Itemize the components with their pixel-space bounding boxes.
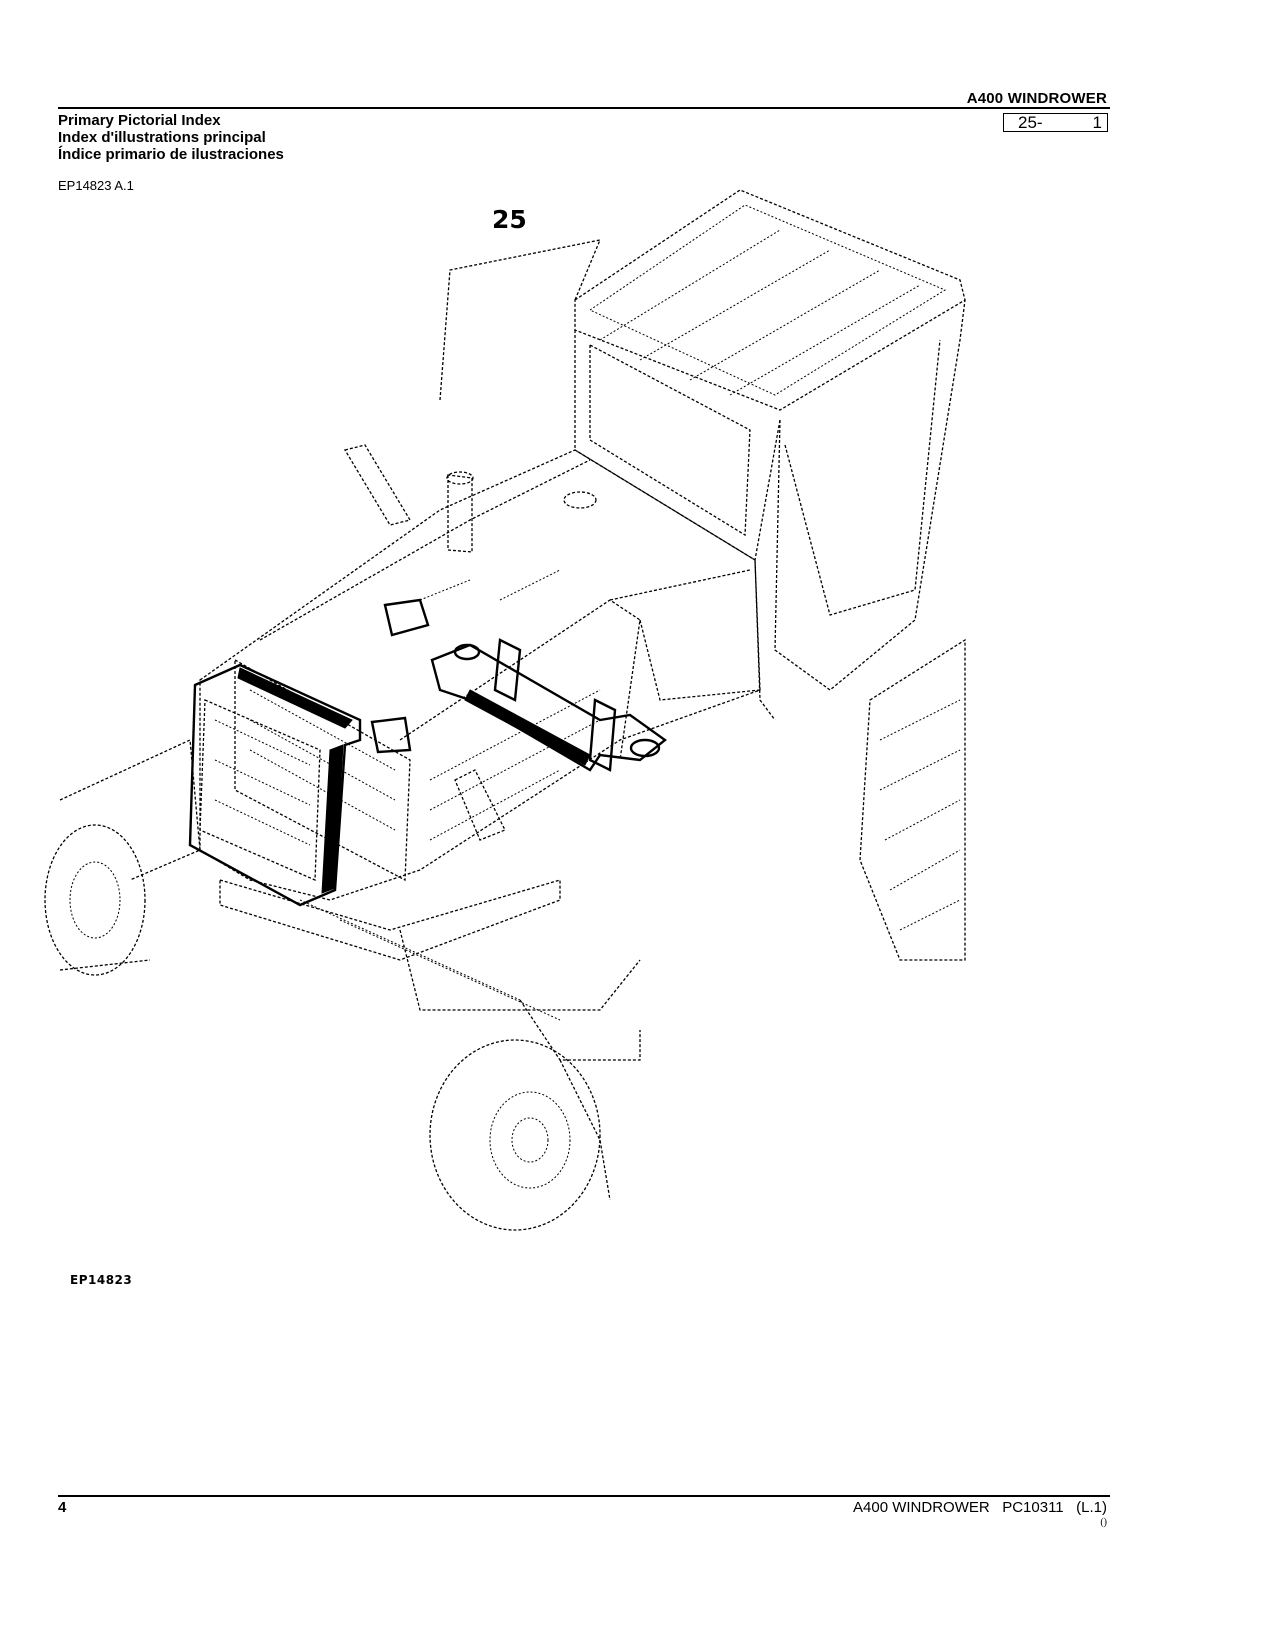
caster-wheel	[429, 1039, 611, 1231]
windrower-illustration	[44, 189, 966, 1231]
lower-frame	[219, 879, 641, 1061]
mount-brackets	[370, 598, 506, 841]
cab-roof	[574, 189, 966, 411]
footer-page-number: 4	[58, 1499, 67, 1516]
right-wheel	[859, 638, 966, 961]
title-english: Primary Pictorial Index	[58, 112, 221, 129]
footer-rule	[58, 1495, 1110, 1497]
title-spanish: Índice primario de ilustraciones	[58, 146, 284, 163]
engine-crossmember	[430, 638, 667, 772]
radiator-core	[188, 663, 362, 907]
left-wheel	[44, 739, 201, 976]
section-ref: 25-	[1018, 113, 1043, 132]
section-page-reference: 25- 1	[1003, 113, 1108, 132]
cab-body	[574, 299, 966, 721]
footer-sub-mark: ()	[1100, 1517, 1107, 1528]
header-rule	[58, 107, 1110, 109]
image-reference: EP14823 A.1	[58, 178, 134, 193]
grille-frame	[234, 658, 411, 882]
figure-id: EP14823	[70, 1273, 133, 1287]
footer-doc-title: A400 WINDROWER PC10311 (L.1)	[853, 1499, 1107, 1516]
title-french: Index d'illustrations principal	[58, 129, 266, 146]
exhaust-stack	[343, 239, 602, 553]
title-block: Primary Pictorial Index Index d'illustra…	[58, 112, 284, 163]
callout-number: 25	[492, 205, 527, 234]
section-page: 1	[1092, 113, 1102, 132]
header-model-title: A400 WINDROWER	[966, 90, 1107, 107]
